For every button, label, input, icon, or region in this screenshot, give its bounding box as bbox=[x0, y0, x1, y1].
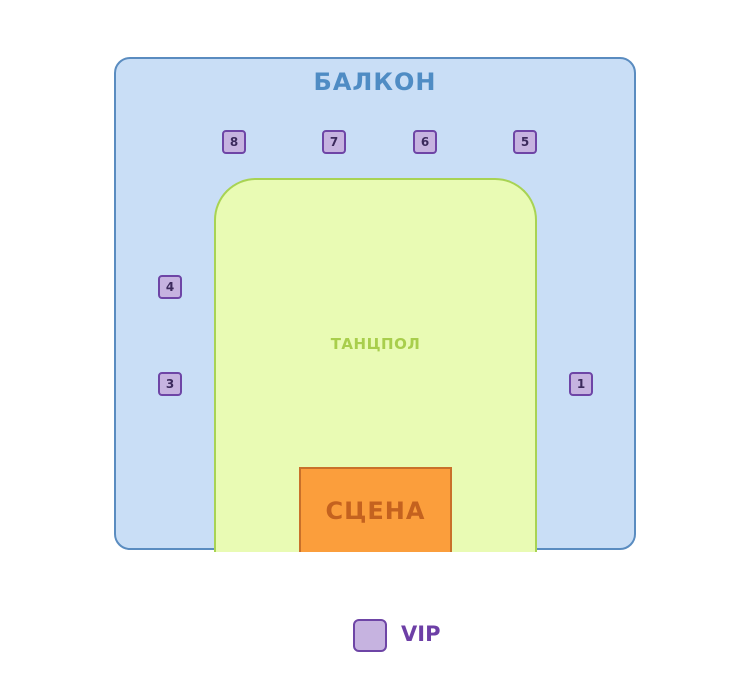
stage-zone[interactable]: СЦЕНА bbox=[299, 467, 452, 552]
stage-label: СЦЕНА bbox=[325, 496, 426, 525]
vip-table-3[interactable]: 3 bbox=[158, 372, 182, 396]
vip-table-4[interactable]: 4 bbox=[158, 275, 182, 299]
vip-table-7[interactable]: 7 bbox=[322, 130, 346, 154]
vip-table-6[interactable]: 6 bbox=[413, 130, 437, 154]
legend-vip-label: VIP bbox=[401, 622, 441, 646]
balcony-label: БАЛКОН bbox=[313, 68, 437, 96]
vip-table-8[interactable]: 8 bbox=[222, 130, 246, 154]
legend-vip-swatch bbox=[353, 619, 387, 652]
vip-table-5[interactable]: 5 bbox=[513, 130, 537, 154]
dancefloor-label: ТАНЦПОЛ bbox=[330, 335, 421, 353]
vip-table-1[interactable]: 1 bbox=[569, 372, 593, 396]
